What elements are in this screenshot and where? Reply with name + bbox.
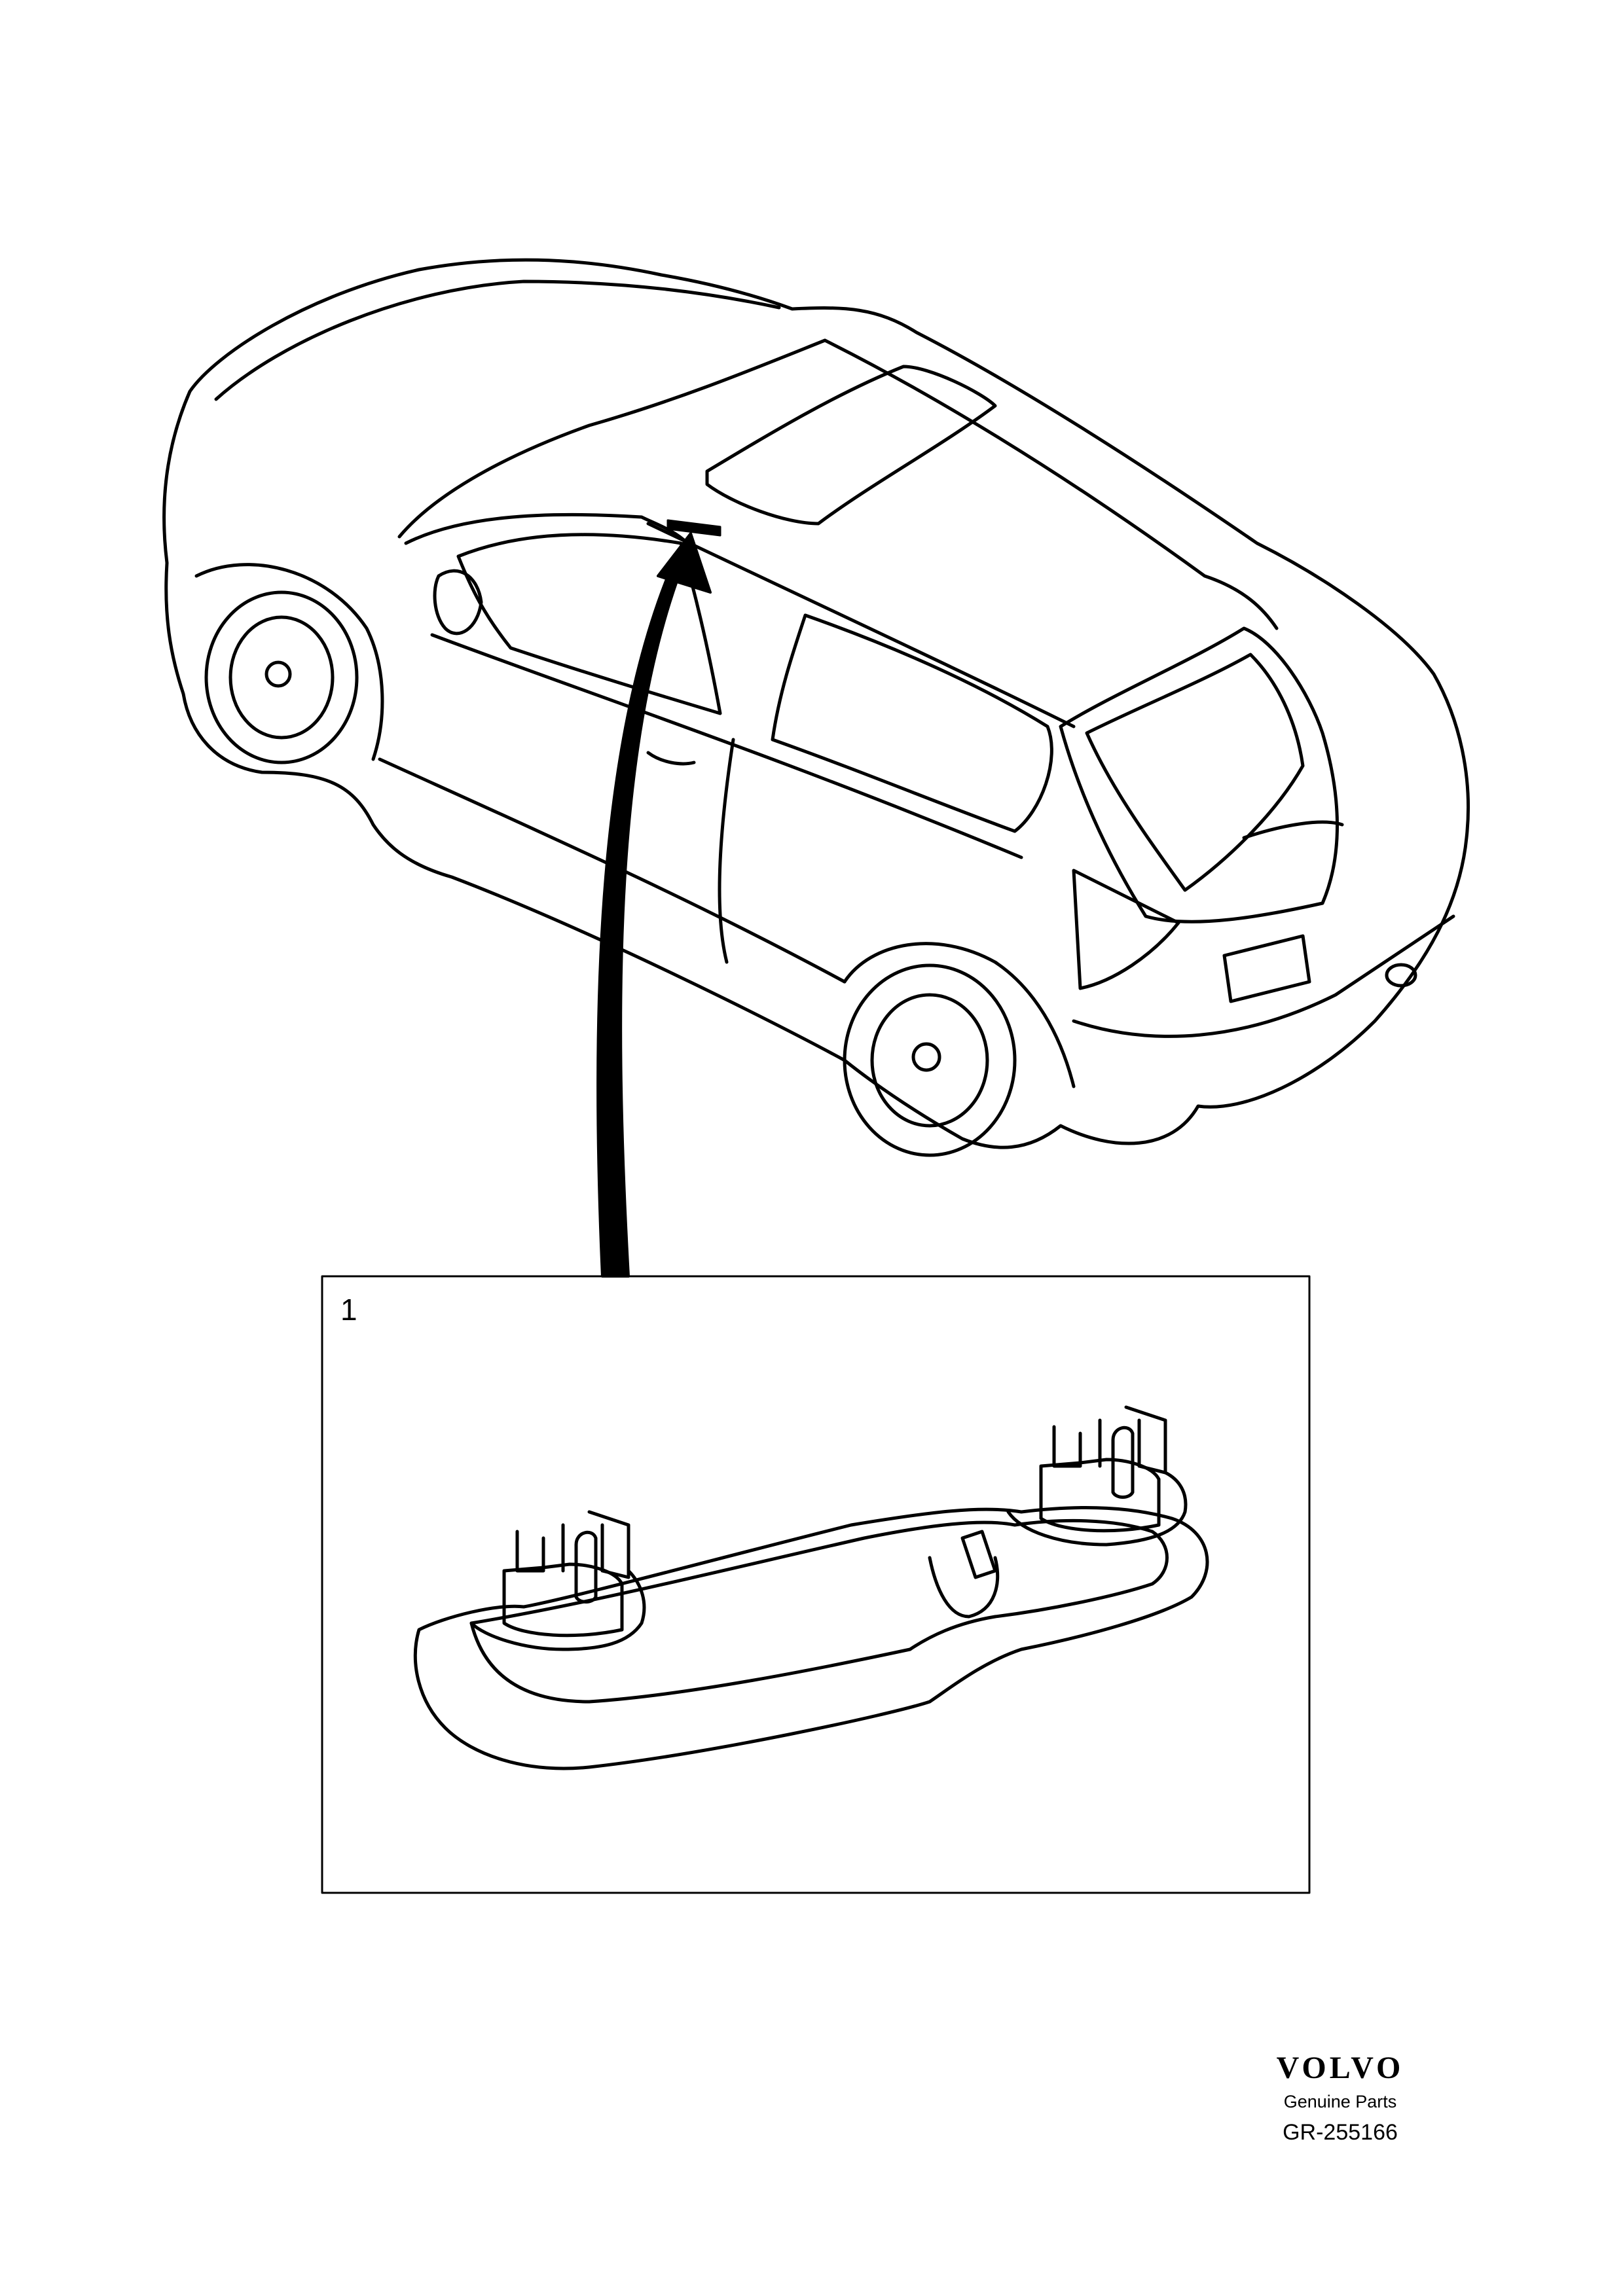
car-rear-window: [1085, 653, 1305, 892]
left-mount-clip: [515, 1510, 630, 1579]
car-license-plate: [1222, 934, 1311, 1003]
car-front-wheel-rim: [228, 615, 335, 740]
car-rear-arch: [843, 942, 1076, 1088]
car-front-arch: [194, 563, 384, 761]
car-roof-edge: [397, 338, 827, 539]
right-mount-clip: [1052, 1405, 1167, 1475]
car-beltline: [430, 633, 1023, 859]
car-front-wheel-hub: [264, 660, 292, 688]
car-rear-side-window: [771, 613, 1053, 833]
handle-body-inner: [469, 1518, 1169, 1704]
left-mount-block: [502, 1562, 624, 1638]
car-sunroof: [705, 365, 997, 526]
car-front-side-window: [456, 533, 722, 715]
car-side-mirror: [433, 569, 483, 636]
car-tail-light: [1072, 869, 1180, 990]
reference-code: GR-255166: [1283, 2120, 1398, 2145]
car-roof-rear: [823, 338, 1279, 630]
car-rear-wheel: [843, 963, 1017, 1157]
car-rear-bumper: [1072, 914, 1455, 1038]
car-door-handle: [646, 751, 696, 766]
car-rear-spoiler-light: [1242, 820, 1344, 840]
car-roof-side: [646, 522, 1076, 728]
car-rear-wheel-hub: [911, 1042, 941, 1072]
handle-body-outer: [413, 1505, 1209, 1770]
brand-logo: VOLVO: [1276, 2051, 1404, 2085]
right-mount-pin: [1111, 1426, 1135, 1499]
handle-centre-clip: [960, 1530, 997, 1579]
callout-frame: [321, 1275, 1311, 1894]
brand-subtitle: Genuine Parts: [1283, 2092, 1397, 2111]
car-exhaust: [1385, 963, 1417, 988]
car-rear-hatch: [1059, 626, 1339, 924]
car-windshield: [404, 512, 689, 545]
car-roof-line: [214, 279, 781, 401]
right-mount-block: [1039, 1458, 1161, 1533]
car-front-wheel: [204, 590, 359, 764]
right-mount-base: [1006, 1471, 1188, 1547]
grab-handle-illustration-icon: [413, 1405, 1209, 1770]
left-mount-base: [469, 1569, 646, 1651]
handle-centre-notch: [928, 1556, 1000, 1619]
left-mount-pin: [574, 1530, 598, 1604]
brand-block: VOLVO Genuine Parts GR-255166: [1235, 2053, 1445, 2144]
callout-number: 1: [340, 1293, 357, 1327]
car-body-outline: [162, 258, 1470, 1149]
pointer-arrow-head: [657, 532, 712, 594]
car-door-line: [718, 738, 735, 964]
car-rear-wheel-rim: [870, 993, 989, 1128]
car-illustration-icon: [162, 258, 1470, 1157]
pointer-arrow-icon: [596, 532, 712, 1278]
car-handle-location: [666, 519, 721, 537]
